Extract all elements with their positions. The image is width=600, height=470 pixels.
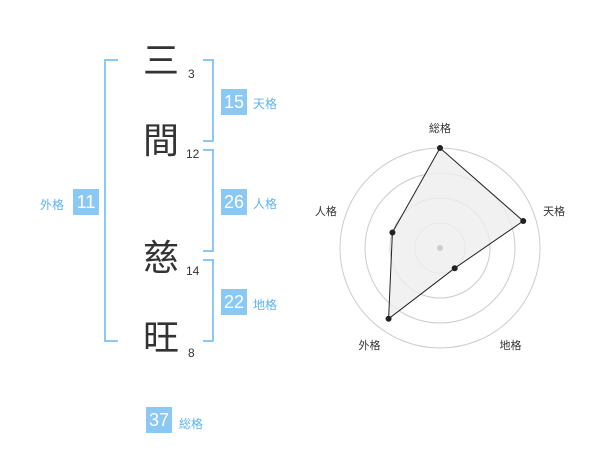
radar-center-dot bbox=[437, 245, 443, 251]
radar-point-2 bbox=[520, 217, 527, 224]
stroke-count-4: 8 bbox=[188, 346, 195, 360]
radar-axis-label-3: 地格 bbox=[500, 338, 522, 352]
radar-point-5 bbox=[389, 229, 396, 236]
soukaku-value: 37 bbox=[146, 407, 172, 433]
gaikaku-bracket bbox=[104, 59, 118, 342]
jinkaku-label: 人格 bbox=[253, 197, 278, 211]
gaikaku-value: 11 bbox=[73, 189, 99, 215]
soukaku-label: 総格 bbox=[179, 417, 204, 431]
stroke-count-2: 12 bbox=[186, 147, 200, 161]
name-char-1: 三 bbox=[143, 41, 180, 82]
chikaku-label: 地格 bbox=[253, 298, 278, 312]
radar-axis-label-4: 外格 bbox=[359, 338, 381, 352]
tenkaku-value: 15 bbox=[221, 89, 247, 115]
radar-axis-label-1: 総格 bbox=[429, 121, 451, 135]
tenkaku-label: 天格 bbox=[253, 97, 278, 111]
chikaku-value: 22 bbox=[221, 289, 247, 315]
name-char-4: 旺 bbox=[143, 318, 180, 359]
radar-point-1 bbox=[437, 145, 443, 151]
radar-axis-label-2: 天格 bbox=[543, 204, 565, 218]
radar-point-3 bbox=[451, 265, 458, 272]
stroke-count-3: 14 bbox=[186, 264, 200, 278]
stroke-count-1: 3 bbox=[188, 67, 195, 81]
radar-axis-label-5: 人格 bbox=[315, 204, 337, 218]
tenkaku-bracket bbox=[203, 59, 214, 142]
chikaku-bracket bbox=[203, 259, 214, 342]
jinkaku-bracket bbox=[203, 149, 214, 252]
gaikaku-label: 外格 bbox=[40, 198, 65, 212]
radar-point-4 bbox=[385, 315, 392, 322]
jinkaku-value: 26 bbox=[221, 189, 247, 215]
radar-series-polygon bbox=[388, 147, 525, 320]
name-char-3: 慈 bbox=[143, 238, 180, 279]
name-char-2: 間 bbox=[143, 121, 180, 162]
